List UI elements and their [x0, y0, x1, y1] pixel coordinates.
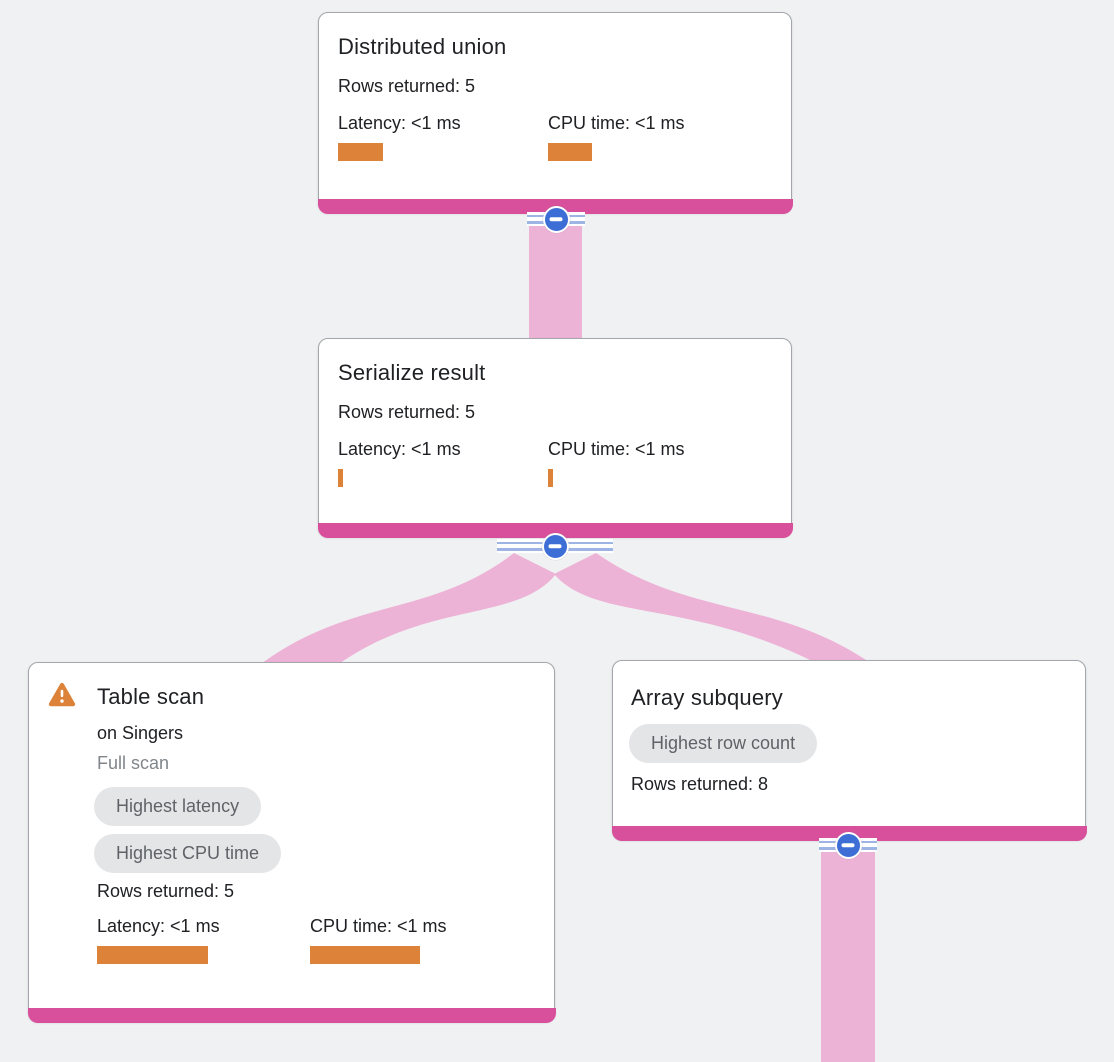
connector-ribbon-bottom	[821, 838, 875, 1062]
node-title: Table scan	[97, 684, 205, 709]
node-card-array-subquery[interactable]: Array subquery Highest row count Rows re…	[611, 660, 1087, 841]
rows-returned-text: Rows returned: 5	[97, 881, 235, 901]
cpu-time-label: CPU time: <1 ms	[548, 113, 685, 133]
minus-glyph	[549, 217, 563, 221]
highest-latency-badge: Highest latency	[94, 787, 262, 826]
latency-metric: Latency: <1 ms	[338, 439, 548, 487]
node-title: Distributed union	[338, 34, 507, 59]
minus-glyph	[548, 544, 562, 548]
cpu-time-metric: CPU time: <1 ms	[548, 439, 758, 487]
minus-icon	[541, 532, 569, 560]
cpu-time-metric: CPU time: <1 ms	[310, 916, 523, 964]
minus-icon	[834, 831, 862, 859]
badge-row: Highest CPU time	[94, 834, 534, 873]
rows-returned-text: Rows returned: 8	[631, 774, 769, 794]
minus-icon	[542, 205, 570, 233]
latency-bar	[97, 946, 208, 964]
cpu-time-bar	[548, 143, 592, 161]
connector-ribbon-left	[258, 553, 556, 666]
rows-returned-text: Rows returned: 5	[338, 76, 476, 96]
node-card-serialize-result[interactable]: Serialize result Rows returned: 5 Latenc…	[317, 338, 793, 538]
latency-bar	[338, 469, 343, 487]
connector-ribbon-vertical	[529, 213, 582, 340]
connector-ribbon-right	[554, 553, 872, 664]
node-card-distributed-union[interactable]: Distributed union Rows returned: 5 Laten…	[317, 12, 793, 214]
collapse-button-distributed-union[interactable]	[527, 205, 585, 233]
node-footer-bar	[317, 522, 793, 538]
node-title: Array subquery	[631, 685, 783, 710]
warning-icon	[48, 682, 76, 707]
latency-metric: Latency: <1 ms	[338, 113, 548, 161]
cpu-time-label: CPU time: <1 ms	[310, 916, 447, 936]
latency-label: Latency: <1 ms	[338, 439, 461, 459]
metrics-row: Latency: <1 ms CPU time: <1 ms	[97, 916, 534, 964]
node-footer-bar	[27, 1007, 556, 1023]
rows-returned-text: Rows returned: 5	[338, 402, 476, 422]
badge-row: Highest latency	[94, 787, 534, 826]
node-subtitle: on Singers	[97, 723, 184, 743]
highest-row-count-badge: Highest row count	[629, 724, 818, 763]
latency-bar	[338, 143, 383, 161]
minus-glyph	[841, 843, 855, 847]
cpu-time-metric: CPU time: <1 ms	[548, 113, 758, 161]
cpu-time-label: CPU time: <1 ms	[548, 439, 685, 459]
highest-cpu-time-badge: Highest CPU time	[94, 834, 282, 873]
collapse-button-array-subquery[interactable]	[819, 831, 877, 859]
cpu-time-bar	[310, 946, 420, 964]
node-title: Serialize result	[338, 360, 486, 385]
latency-label: Latency: <1 ms	[97, 916, 220, 936]
node-card-table-scan[interactable]: Table scan on Singers Full scan Highest …	[27, 662, 556, 1023]
badge-row: Highest row count	[629, 724, 1065, 763]
scan-type-text: Full scan	[97, 753, 170, 773]
latency-label: Latency: <1 ms	[338, 113, 461, 133]
metrics-row: Latency: <1 ms CPU time: <1 ms	[338, 439, 771, 487]
latency-metric: Latency: <1 ms	[97, 916, 310, 964]
cpu-time-bar	[548, 469, 553, 487]
collapse-button-serialize-result[interactable]	[497, 532, 613, 560]
metrics-row: Latency: <1 ms CPU time: <1 ms	[338, 113, 771, 161]
